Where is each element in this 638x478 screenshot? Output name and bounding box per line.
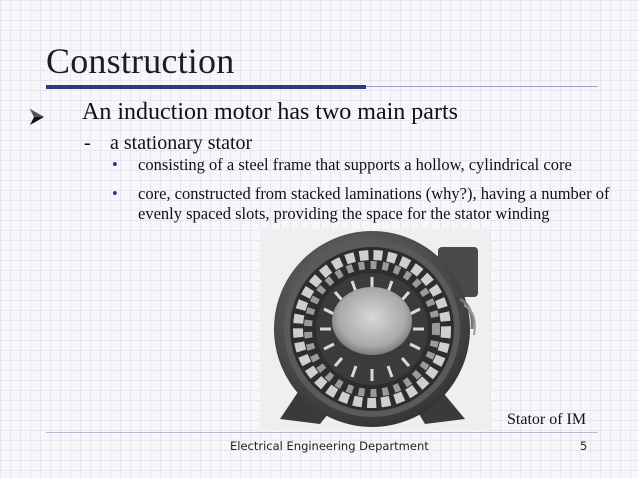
detail-bullet-text: core, constructed from stacked laminatio… (138, 184, 610, 223)
stator-photo (260, 229, 490, 431)
dash-marker: - (84, 132, 91, 154)
title-underline-thin (366, 86, 598, 87)
dot-marker: • (112, 155, 118, 174)
sub-bullet-text: a stationary stator (110, 132, 253, 154)
image-caption: Stator of IM (507, 411, 587, 428)
main-bullet-text: An induction motor has two main parts (82, 99, 458, 125)
detail-bullet-text: consisting of a steel frame that support… (138, 155, 572, 174)
dot-marker: • (112, 184, 118, 203)
arrowhead-bullet-icon (28, 104, 46, 125)
slide-title: Construction (46, 41, 235, 81)
footer-text: Electrical Engineering Department (230, 439, 429, 453)
title-underline (46, 85, 366, 89)
footer-divider (46, 432, 598, 433)
page-number: 5 (580, 439, 588, 453)
